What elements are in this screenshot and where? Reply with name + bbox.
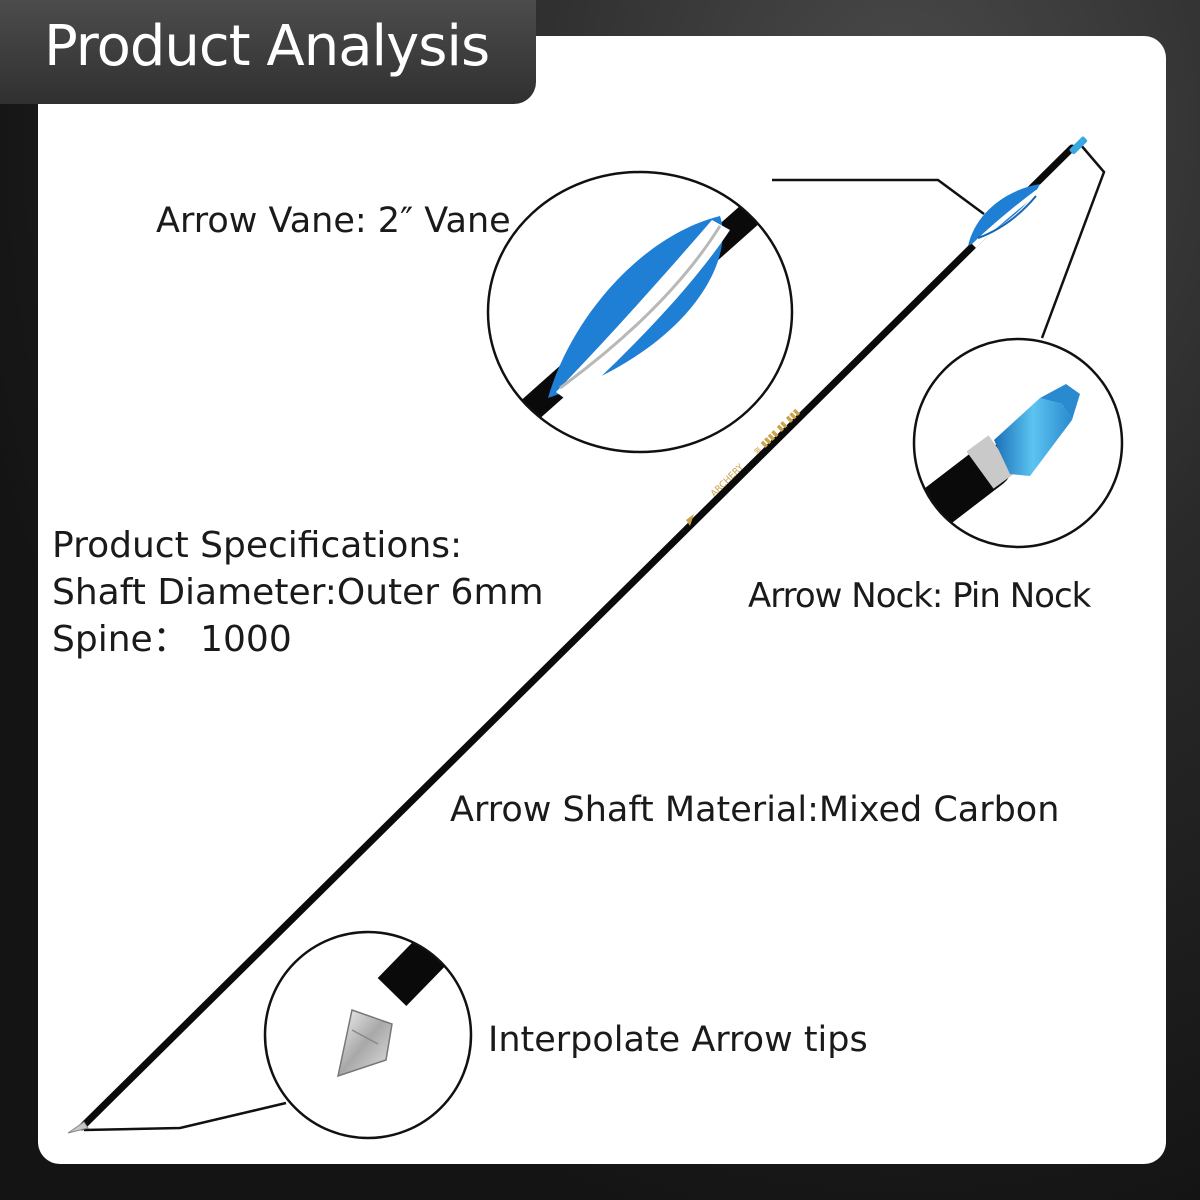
tip-callout: Interpolate Arrow tips	[488, 1020, 868, 1060]
vane-zoom	[488, 172, 792, 452]
specifications-block: Product Specifications: Shaft Diameter:O…	[52, 522, 544, 663]
specifications-heading: Product Specifications:	[52, 525, 463, 566]
vane-zoom-frame	[486, 170, 794, 454]
tip-zoom	[265, 932, 471, 1138]
title-banner: Product Analysis	[0, 0, 536, 104]
nock-callout: Arrow Nock: Pin Nock	[748, 576, 1091, 616]
shaft-diameter-spec: Shaft Diameter:Outer 6mm	[52, 572, 544, 613]
vane-callout: Arrow Vane: 2″ Vane	[156, 201, 511, 241]
nock-zoom-frame	[912, 337, 1124, 549]
arrow-shaft	[67, 144, 1076, 1134]
tip-zoom-frame	[263, 930, 473, 1140]
vane-leader-line	[772, 178, 985, 216]
spine-spec: Spine： 1000	[52, 619, 292, 660]
svg-text:ARCHERY: ARCHERY	[709, 462, 746, 499]
main-nock	[1069, 136, 1088, 155]
svg-text:≋ ▮▮▮▮ ▮▮ ▮▮▮: ≋ ▮▮▮▮ ▮▮ ▮▮▮	[752, 407, 802, 457]
page-title: Product Analysis	[44, 14, 490, 79]
main-vane	[968, 184, 1040, 248]
nock-leader-line	[1040, 143, 1106, 339]
tip-leader-line	[83, 1101, 287, 1132]
shaft-logo-mark	[686, 514, 694, 526]
shaft-material-callout: Arrow Shaft Material:Mixed Carbon	[450, 790, 1060, 830]
nock-zoom	[914, 339, 1122, 547]
